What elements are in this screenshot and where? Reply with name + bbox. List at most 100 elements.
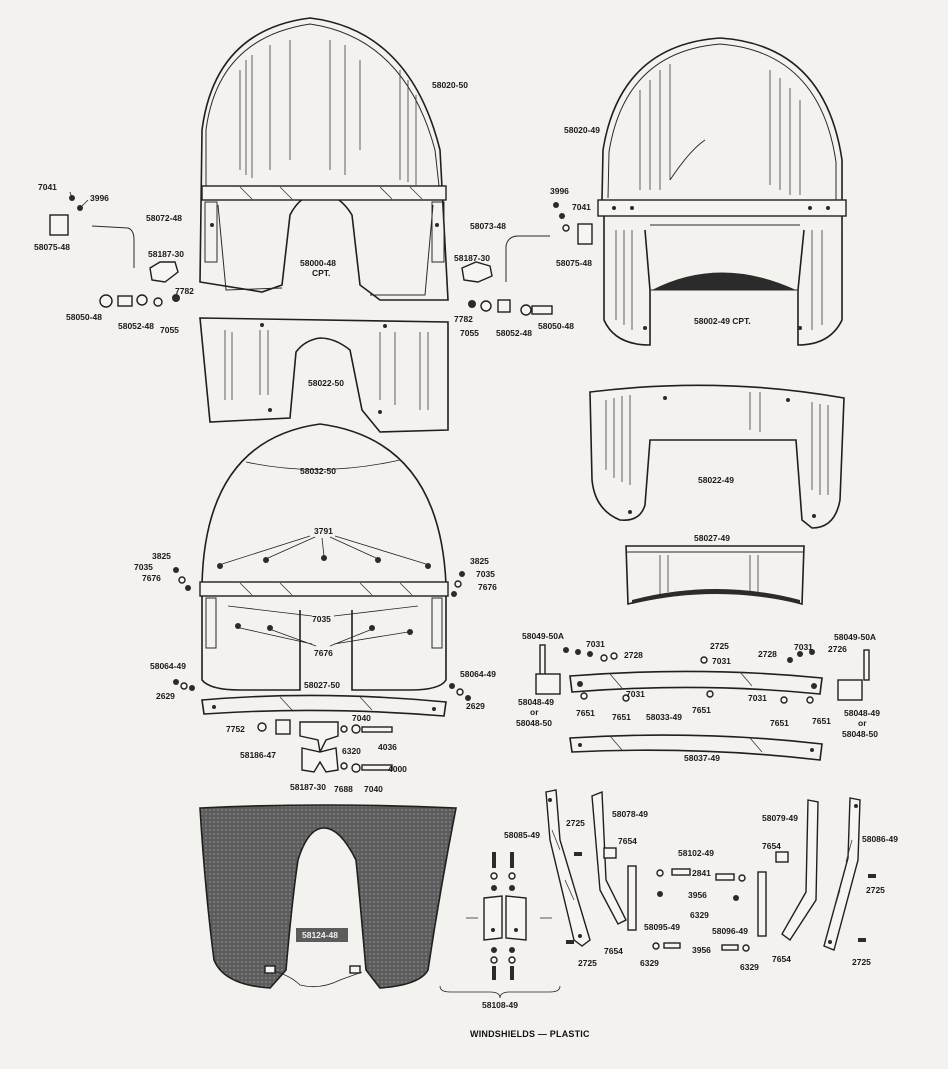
label-7651-d: 7651 [770,718,789,728]
label-7041-left: 7041 [38,182,57,192]
label-4036: 4036 [378,742,397,752]
label-6329-b: 6329 [640,958,659,968]
label-58050-48-mid: 58050-48 [538,321,574,331]
label-3825-right: 3825 [470,556,489,566]
label-58049-50a-right: 58049-50A [834,632,876,642]
label-2629-left: 2629 [156,691,175,701]
label-4000: 4000 [388,764,407,774]
label-7676-center: 7676 [314,648,333,658]
label-58079-49: 58079-49 [762,813,798,823]
label-58064-49-right: 58064-49 [460,669,496,679]
figure-caption: WINDSHIELDS — PLASTIC [470,1029,590,1039]
label-58052-48-mid: 58052-48 [496,328,532,338]
label-58086-49: 58086-49 [862,834,898,844]
label-7040-top: 7040 [352,713,371,723]
label-2725-top: 2725 [710,641,729,651]
label-58037-49: 58037-49 [684,753,720,763]
side-fasteners-50 [173,567,471,701]
label-7035-center: 7035 [312,614,331,624]
windshield-58032-50 [199,423,449,691]
label-7651-a: 7651 [576,708,595,718]
label-7055-left: 7055 [160,325,179,335]
label-7782-mid: 7782 [454,314,473,324]
label-7752: 7752 [226,724,245,734]
label-2841: 2841 [692,868,711,878]
label-3996-left: 3996 [90,193,109,203]
label-58085-49: 58085-49 [504,830,540,840]
windshield-58020-50 [199,17,449,301]
label-cpt: CPT. [312,268,330,278]
label-7031-b: 7031 [712,656,731,666]
label-7654-a: 7654 [618,836,637,846]
label-7654-b: 7654 [604,946,623,956]
label-58187-30-left: 58187-30 [148,249,184,259]
label-58022-49: 58022-49 [698,475,734,485]
label-7040-bottom: 7040 [364,784,383,794]
label-58096-49: 58096-49 [712,926,748,936]
label-7031-c: 7031 [794,642,813,652]
windshield-58020-49 [597,37,847,346]
label-58027-50: 58027-50 [304,680,340,690]
label-7654-d: 7654 [762,841,781,851]
label-3956-a: 3956 [688,890,707,900]
label-7031-a: 7031 [586,639,605,649]
label-7676-left: 7676 [142,573,161,583]
label-58078-49: 58078-49 [612,809,648,819]
bar-assembly-49 [535,644,870,761]
label-6329-a: 6329 [690,910,709,920]
label-58022-50: 58022-50 [308,378,344,388]
side-rails-49 [545,789,876,952]
label-58032-50: 58032-50 [300,466,336,476]
label-or-right: or [858,718,867,728]
right-mount-hardware-50 [461,235,553,316]
label-7676-right: 7676 [478,582,497,592]
label-58002-49: 58002-49 CPT. [694,316,751,326]
label-7782-left: 7782 [175,286,194,296]
label-7031-e: 7031 [748,693,767,703]
label-58027-49: 58027-49 [694,533,730,543]
label-58124-48: 58124-48 [302,930,338,940]
label-6320: 6320 [342,746,361,756]
label-58020-49: 58020-49 [564,125,600,135]
label-58049-50a-left: 58049-50A [522,631,564,641]
label-2725-c: 2725 [866,885,885,895]
label-58095-49: 58095-49 [644,922,680,932]
label-58187-30-mid: 58187-30 [454,253,490,263]
label-58075-48-right: 58075-48 [556,258,592,268]
label-58048-50-right: 58048-50 [842,729,878,739]
label-7654-c: 7654 [772,954,791,964]
label-58050-48-left: 58050-48 [66,312,102,322]
label-2728-left: 2728 [624,650,643,660]
clamp-hardware [257,719,393,773]
label-58108-49: 58108-49 [482,1000,518,1010]
bar-58027-50 [201,694,447,717]
label-58020-50: 58020-50 [432,80,468,90]
strip-58027-49 [625,545,805,606]
label-7651-c: 7651 [692,705,711,715]
label-58102-49: 58102-49 [678,848,714,858]
label-7035-left: 7035 [134,562,153,572]
label-7688: 7688 [334,784,353,794]
label-3791: 3791 [314,526,333,536]
label-2725-a: 2725 [566,818,585,828]
label-2629-right: 2629 [466,701,485,711]
lower-shield-58022-49 [589,384,845,529]
label-6329-c: 6329 [740,962,759,972]
label-2725-d: 2725 [852,957,871,967]
label-58000-48: 58000-48 [300,258,336,268]
label-58187-30-bottom: 58187-30 [290,782,326,792]
label-3825-left: 3825 [152,551,171,561]
label-2726: 2726 [828,644,847,654]
label-3956-b: 3956 [692,945,711,955]
label-58048-49-left: 58048-49 [518,697,554,707]
label-7035-right: 7035 [476,569,495,579]
label-58186-47: 58186-47 [240,750,276,760]
label-3996-right: 3996 [550,186,569,196]
label-2728-right: 2728 [758,649,777,659]
label-7041-right: 7041 [572,202,591,212]
label-7055-mid: 7055 [460,328,479,338]
left-mount-hardware [49,191,180,308]
label-58073-48: 58073-48 [470,221,506,231]
label-2725-b: 2725 [578,958,597,968]
